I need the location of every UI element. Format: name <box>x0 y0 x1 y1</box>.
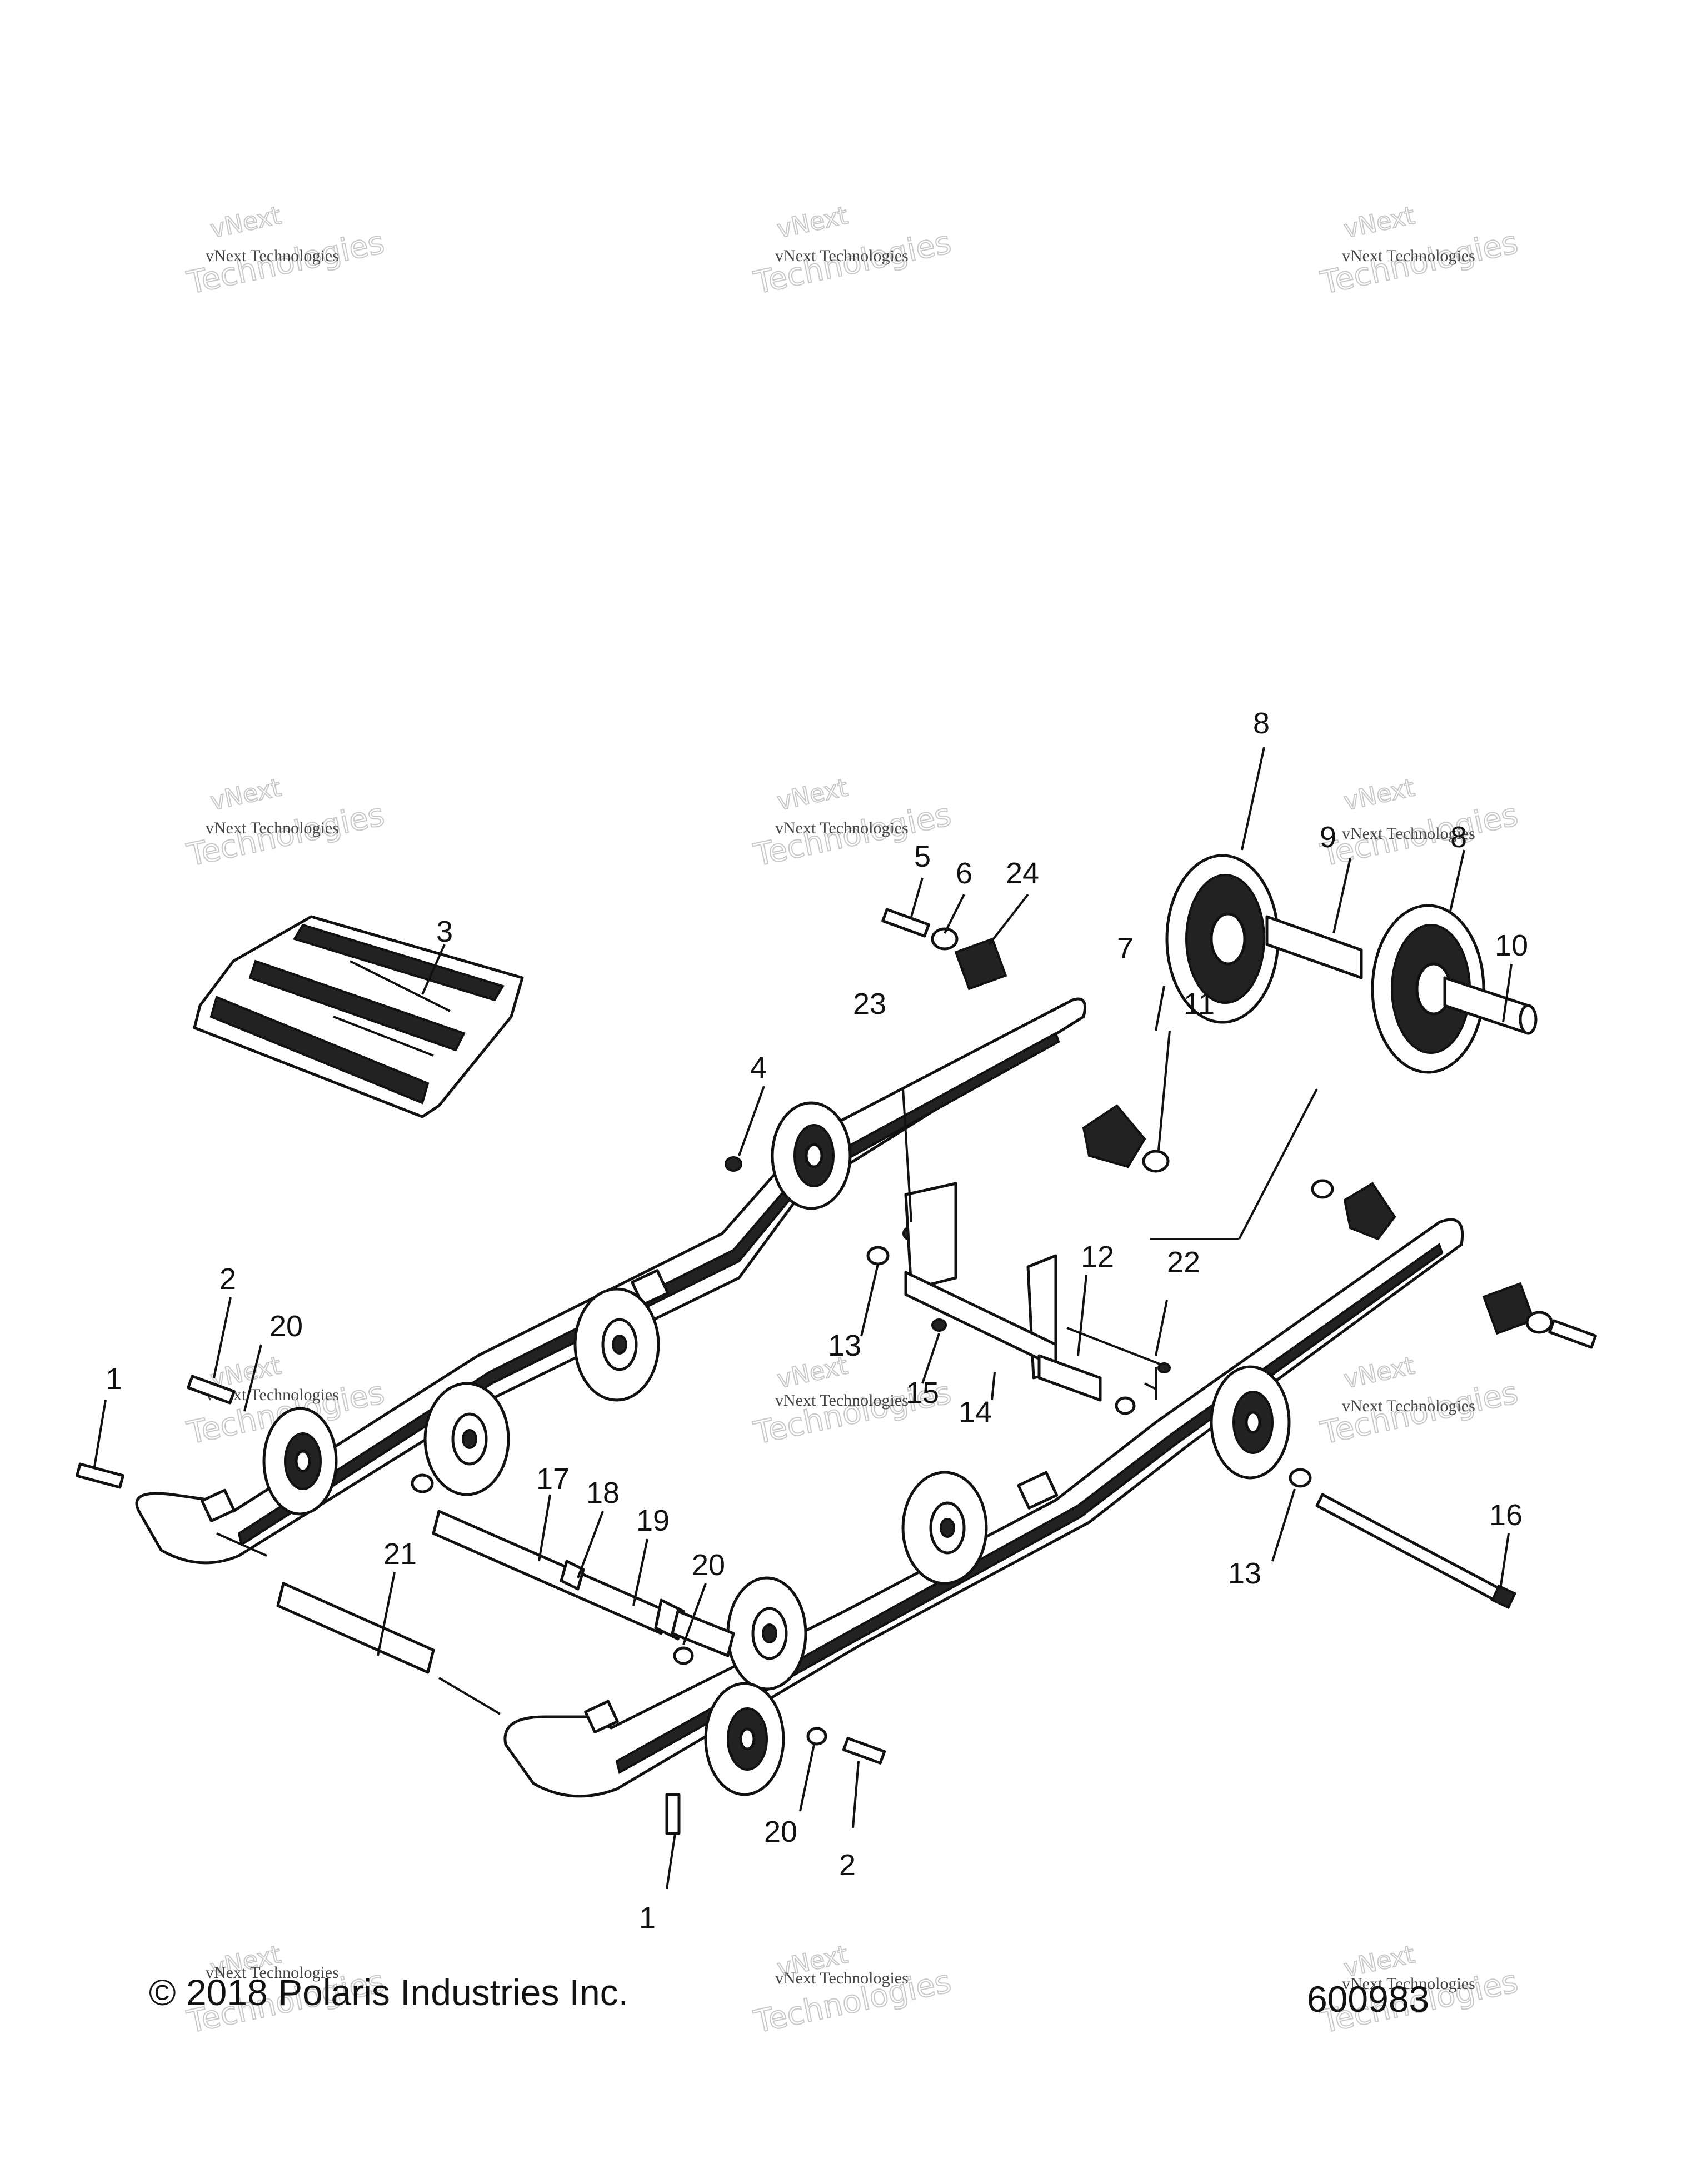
callout-leaders <box>93 747 1513 1890</box>
washer <box>411 1473 434 1493</box>
callout-18: 18 <box>586 1476 620 1510</box>
wheel <box>726 1576 807 1691</box>
callout-16: 16 <box>1489 1498 1523 1532</box>
watermark: vNext Technologies <box>183 773 388 874</box>
part-6-washer <box>931 927 959 951</box>
part-11-washer <box>1142 1150 1170 1173</box>
callout-4: 4 <box>750 1051 767 1084</box>
callout-8: 8 <box>1450 821 1467 854</box>
idler-wheels <box>262 1101 1291 1796</box>
part-1-bolt <box>665 1793 681 1835</box>
centerlines <box>216 1088 1318 1715</box>
bolt <box>1548 1319 1597 1349</box>
watermark-text: vNext Technologies <box>1342 247 1475 265</box>
svg-text:vNext: vNext <box>775 773 850 816</box>
callout-1: 1 <box>106 1362 122 1396</box>
callout-2: 2 <box>219 1262 236 1296</box>
svg-text:vNext: vNext <box>1341 773 1417 816</box>
watermark-text: vNext Technologies <box>775 819 909 837</box>
rear-axle-assembly <box>1165 854 1538 1074</box>
callout-15: 15 <box>906 1376 939 1410</box>
watermarks: vNext Technologies vNext Technologies vN… <box>183 201 1521 2041</box>
washer <box>1311 1179 1334 1199</box>
part-20-washer <box>673 1646 694 1665</box>
callout-19: 19 <box>636 1504 670 1537</box>
watermark-text: vNext Technologies <box>206 1963 339 1982</box>
scissor-stop-bracket <box>904 1182 1171 1415</box>
callout-20: 20 <box>764 1815 797 1848</box>
watermark: vNext Technologies <box>1317 773 1521 874</box>
plate <box>1482 1282 1535 1335</box>
part-4-nut <box>725 1156 742 1172</box>
callout-13: 13 <box>828 1329 861 1362</box>
watermark: vNext Technologies <box>750 201 955 302</box>
wheel <box>262 1407 338 1516</box>
part-2-bolt <box>187 1375 236 1405</box>
part-15-nut <box>931 1318 947 1332</box>
callout-11: 11 <box>1184 987 1215 1021</box>
svg-text:vNext: vNext <box>1341 201 1417 244</box>
watermark-text: vNext Technologies <box>206 247 339 265</box>
callout-3: 3 <box>436 915 453 948</box>
watermark: vNext Technologies <box>1317 1351 1521 1452</box>
watermark-text: vNext Technologies <box>775 247 909 265</box>
watermark: vNext Technologies <box>183 201 388 302</box>
callout-22: 22 <box>1167 1246 1200 1279</box>
part-5-bolt <box>881 908 930 938</box>
part-7-bushing-right <box>1343 1182 1396 1241</box>
svg-text:vNext: vNext <box>775 201 850 244</box>
part-13-washer <box>866 1246 890 1266</box>
part-24-plate <box>954 937 1007 991</box>
copyright-notice: © 2018 Polaris Industries Inc. <box>149 1972 629 2013</box>
wheel <box>704 1682 785 1796</box>
wheel <box>771 1101 852 1210</box>
watermark-text: vNext Technologies <box>206 819 339 837</box>
drawing-number: 600983 <box>1307 1978 1430 2020</box>
callout-2: 2 <box>839 1848 856 1882</box>
callout-10: 10 <box>1495 929 1528 962</box>
part-13-washer <box>1289 1468 1312 1488</box>
callout-24: 24 <box>1006 857 1039 890</box>
svg-text:vNext: vNext <box>208 201 283 244</box>
part-2-bolt <box>842 1737 886 1765</box>
wheel <box>901 1471 988 1585</box>
callout-20: 20 <box>692 1548 725 1582</box>
watermark: vNext Technologies <box>1317 201 1521 302</box>
washer <box>1525 1311 1553 1334</box>
front-shafts <box>276 1493 1517 1674</box>
callout-7: 7 <box>1117 932 1134 965</box>
callout-13: 13 <box>1228 1557 1261 1590</box>
callout-9: 9 <box>1320 821 1336 854</box>
svg-text:vNext: vNext <box>208 773 283 816</box>
part-20-washer <box>806 1727 827 1746</box>
callout-21: 21 <box>383 1537 417 1571</box>
callout-20: 20 <box>269 1310 303 1343</box>
callout-23: 23 <box>853 987 886 1021</box>
wheel <box>573 1287 660 1402</box>
callout-14: 14 <box>959 1396 992 1429</box>
hardware <box>76 908 1597 1835</box>
callout-6: 6 <box>956 857 972 890</box>
watermark-text: vNext Technologies <box>1342 1975 1475 1993</box>
wheel <box>1210 1365 1291 1480</box>
watermark-text: vNext Technologies <box>775 1969 909 1987</box>
watermark-text: vNext Technologies <box>1342 1397 1475 1415</box>
wheel <box>423 1382 510 1496</box>
part-1-bolt <box>76 1462 124 1489</box>
callout-labels: 8 9 8 10 7 11 3 4 23 5 6 24 12 22 13 15 … <box>106 707 1528 1935</box>
part-3-pad <box>193 915 524 1118</box>
part-7-bushing <box>1082 1104 1146 1168</box>
callout-1: 1 <box>639 1901 656 1935</box>
callout-17: 17 <box>536 1462 570 1496</box>
callout-5: 5 <box>914 840 931 873</box>
watermark-text: vNext Technologies <box>775 1391 909 1410</box>
svg-text:vNext: vNext <box>1341 1351 1417 1394</box>
callout-8: 8 <box>1253 707 1270 740</box>
callout-12: 12 <box>1081 1240 1114 1273</box>
watermark-text: vNext Technologies <box>1342 824 1475 843</box>
